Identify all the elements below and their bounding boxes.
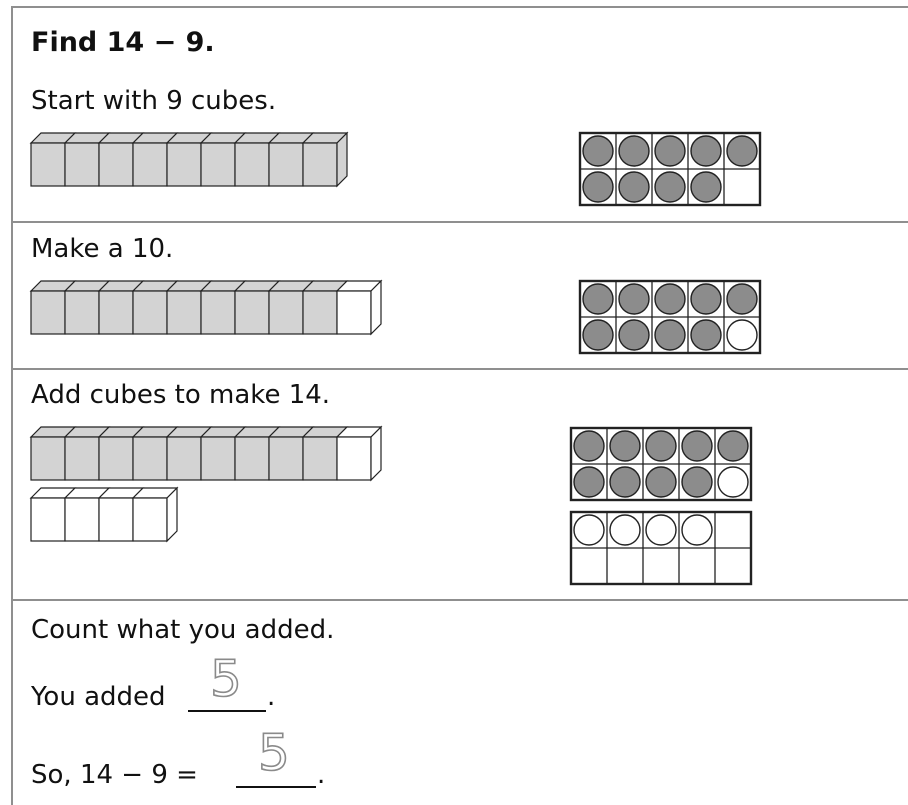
- counter: [619, 172, 649, 202]
- counter: [718, 467, 748, 497]
- counter: [583, 136, 613, 166]
- counter: [583, 284, 613, 314]
- counter: [682, 515, 712, 545]
- equation-answer-blank[interactable]: [236, 786, 316, 788]
- ten-frame-added: [571, 512, 751, 584]
- ten-frame-start: [580, 133, 760, 205]
- counter: [691, 284, 721, 314]
- counter: [691, 320, 721, 350]
- counter: [655, 284, 685, 314]
- equation-answer-traced: 5: [258, 728, 290, 778]
- counter: [691, 136, 721, 166]
- added-answer-blank[interactable]: [188, 710, 266, 712]
- counter: [574, 467, 604, 497]
- counter: [619, 136, 649, 166]
- cube-train-make-ten: [31, 281, 381, 334]
- counter: [655, 172, 685, 202]
- unit-cube: [133, 488, 177, 541]
- counter: [727, 136, 757, 166]
- equation-period: .: [317, 762, 325, 788]
- counter: [646, 467, 676, 497]
- added-label: You added: [31, 684, 166, 710]
- counter: [574, 515, 604, 545]
- counter: [574, 431, 604, 461]
- counter: [646, 515, 676, 545]
- counter: [583, 172, 613, 202]
- cube-train-added: [31, 488, 177, 541]
- cube-train-ten: [31, 427, 381, 480]
- counter: [727, 284, 757, 314]
- added-answer-traced: 5: [210, 654, 242, 704]
- counter: [682, 467, 712, 497]
- counter: [682, 431, 712, 461]
- counter: [619, 284, 649, 314]
- added-period: .: [267, 684, 275, 710]
- counter: [610, 515, 640, 545]
- ten-frame-make-ten: [580, 281, 760, 353]
- count-instruction: Count what you added.: [31, 617, 334, 643]
- unit-cube: [337, 281, 381, 334]
- counter: [691, 172, 721, 202]
- ten-frame-ten: [571, 428, 751, 500]
- equation-label: So, 14 − 9 =: [31, 762, 198, 788]
- counter: [583, 320, 613, 350]
- counter: [727, 320, 757, 350]
- counter: [619, 320, 649, 350]
- counter: [646, 431, 676, 461]
- unit-cube: [337, 427, 381, 480]
- cube-train-start: [31, 133, 347, 186]
- counter: [610, 431, 640, 461]
- counter: [718, 431, 748, 461]
- counter: [655, 320, 685, 350]
- unit-cube: [303, 133, 347, 186]
- counter: [610, 467, 640, 497]
- counter: [655, 136, 685, 166]
